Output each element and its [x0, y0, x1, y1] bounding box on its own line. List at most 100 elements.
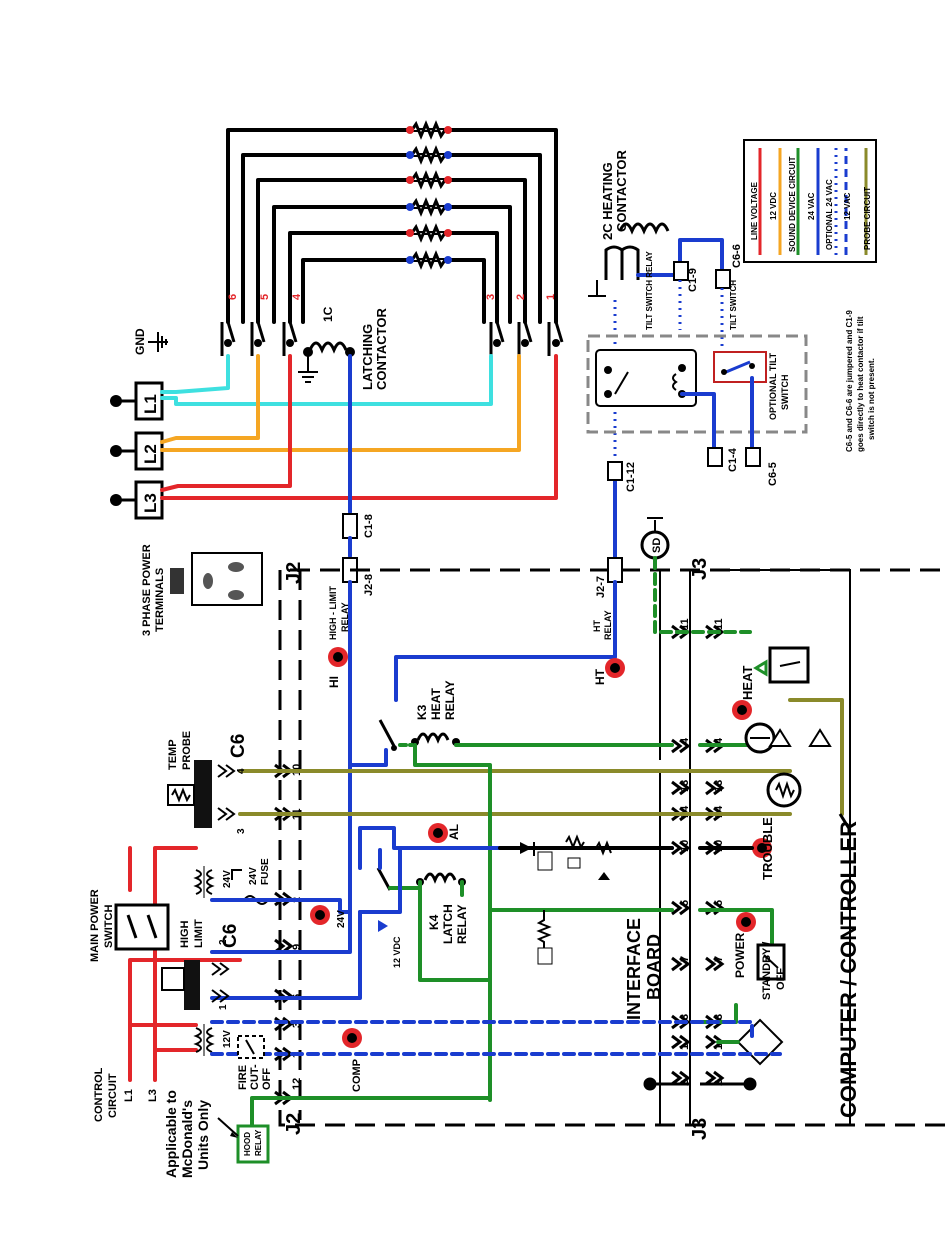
comp-label: COMP	[351, 1059, 363, 1092]
j3-pin-5-r: 5	[713, 900, 725, 906]
high-limit-relay-label-2: RELAY	[340, 602, 350, 632]
phase-label-6: 6	[227, 294, 239, 300]
transformer-24v	[193, 866, 215, 898]
resistor-icon	[536, 910, 553, 965]
v24-led-label: 24V	[336, 910, 347, 928]
vdc12-label: 12 VDC	[392, 936, 402, 968]
trouble-led	[752, 838, 772, 858]
element-resistor-1	[406, 120, 452, 140]
hood-relay-label-2: RELAY	[254, 1129, 263, 1156]
mcdonalds-note-3: Units Only	[195, 1100, 211, 1170]
element-resistor-6	[406, 250, 452, 270]
j3-pin-3: 3	[679, 1014, 691, 1020]
tilt-switch-label: TILT SWITCH	[729, 280, 738, 330]
ht-label: HT	[593, 668, 607, 685]
high-limit-label: HIGH	[179, 920, 191, 948]
legend-line-voltage: LINE VOLTAGE	[750, 181, 759, 240]
c6-6-label: C6-6	[731, 244, 743, 268]
ht-relay-label: HT	[592, 620, 602, 632]
comp-led	[342, 1028, 362, 1048]
control-circuit-label-2: CIRCUIT	[107, 1073, 119, 1118]
high-limit-label-2: LIMIT	[193, 919, 205, 948]
zener-icon	[378, 920, 388, 932]
optional-tilt-label-2: SWITCH	[780, 375, 790, 411]
j3-pin-4: 4	[679, 737, 691, 744]
main-power-switch[interactable]	[114, 903, 170, 951]
j3-pin-7: 7	[679, 956, 691, 962]
heating-contactor-label: 2C HEATING	[600, 162, 615, 240]
trouble-label: TROUBLE	[760, 817, 775, 880]
phase-label-5: 5	[259, 294, 271, 300]
element-resistor-3	[406, 170, 452, 190]
k3-heat-relay-coil	[378, 719, 460, 751]
hi-label: HI	[327, 676, 341, 688]
c6-top-label: C6	[228, 734, 249, 758]
temp-probe	[167, 760, 236, 828]
j3-pin-1: 1	[679, 1044, 691, 1050]
interface-board-label-2: BOARD	[644, 934, 664, 1000]
phase-label-2: 2	[515, 294, 527, 300]
j3-posts	[643, 813, 852, 1091]
main-power-switch-label-2: SWITCH	[103, 905, 115, 948]
temp-probe-label: TEMP	[167, 739, 179, 770]
al-label: AL	[447, 824, 461, 840]
note-line-2: goes directly to heat contactor if tilt	[856, 316, 865, 452]
note-line-1: C6-5 and C6-6 are jumpered and C1-9	[845, 310, 854, 452]
k3-label-3: RELAY	[443, 680, 457, 720]
j3-pin-7-r: 7	[713, 956, 725, 962]
phase-label-3: 3	[485, 294, 497, 300]
l1-terminal-label: L1	[141, 394, 160, 414]
v12-label: 12V	[222, 1030, 233, 1048]
fire-cutoff-switch	[237, 1035, 265, 1059]
c6-pin-3: 3	[236, 828, 247, 834]
fire-cutoff-label-2: CUT-	[249, 1064, 261, 1090]
c1-4-label: C1-4	[727, 447, 739, 472]
j2-top-label: J2	[283, 562, 305, 584]
temp-probe-label-2: PROBE	[181, 731, 193, 770]
gnd-label: GND	[133, 328, 147, 355]
l1-small-label: L1	[123, 1089, 135, 1102]
heating-contactor-label-2: CONTACTOR	[614, 150, 629, 232]
l3-terminal-label: L3	[141, 493, 160, 513]
legend	[743, 139, 877, 263]
phase-label-1: 1	[545, 294, 557, 300]
j2-8-label: J2-8	[363, 574, 375, 596]
mcdonalds-note-2: McDonald's	[179, 1100, 195, 1178]
contactor-contacts	[220, 321, 564, 356]
c1-9-label: C1-9	[687, 268, 699, 292]
k4-label: K4	[427, 914, 441, 930]
legend-12vdc: 12 VDC	[769, 192, 778, 220]
j3-pin-1-r: 1	[713, 1044, 725, 1050]
j3-pin-10-r: 10	[713, 840, 725, 852]
control-circuit-label: CONTROL	[93, 1067, 105, 1122]
legend-sound-device: SOUND DEVICE CIRCUIT	[788, 156, 797, 252]
k4-label-3: RELAY	[455, 904, 469, 944]
fuse-label-2: FUSE	[260, 858, 271, 885]
latching-contactor-coil	[298, 341, 355, 383]
j3-pin-5: 5	[679, 900, 691, 906]
fire-cutoff-label-3: OFF	[261, 1068, 273, 1090]
l3-small-label: L3	[147, 1089, 159, 1102]
hood-relay	[236, 1124, 270, 1164]
contactor-1c-label: 1C	[321, 306, 335, 322]
phase-label-4: 4	[291, 293, 303, 300]
element-resistor-5	[406, 223, 452, 243]
j2-pin-12: 12	[291, 1078, 303, 1090]
j3-pin-14: 14	[679, 805, 691, 818]
al-led	[428, 823, 448, 843]
standby-switch[interactable]	[756, 943, 786, 981]
j3-pin-13: 13	[679, 780, 691, 792]
c6-pin-4: 4	[236, 768, 247, 774]
c1-8-label: C1-8	[363, 514, 375, 538]
legend-optional-24vac: OPTIONAL 24 VAC	[825, 179, 834, 250]
high-limit-relay-label: HIGH - LIMIT	[328, 586, 338, 640]
j3-pin-11-r: 11	[713, 618, 725, 630]
mcdonalds-note: Applicable to	[163, 1090, 179, 1178]
latching-contactor-label: LATCHING	[360, 324, 375, 390]
j3-pin-3-r: 3	[713, 1014, 725, 1020]
legend-12vac: 12 VAC	[843, 192, 852, 220]
three-phase-label-2: TERMINALS	[154, 568, 166, 632]
line-terminals	[110, 381, 164, 520]
